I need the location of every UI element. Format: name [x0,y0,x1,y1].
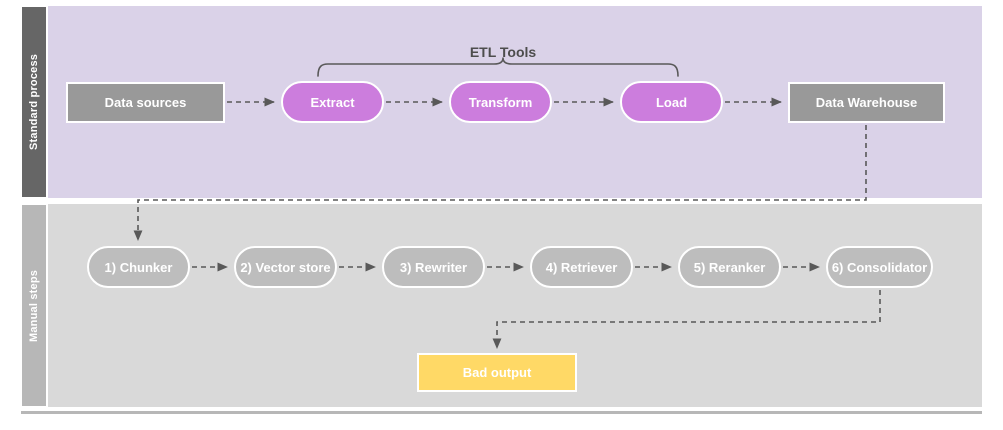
lane-label-manual-steps: Manual steps [21,204,47,407]
node-extract[interactable]: Extract [281,81,384,123]
lane-label-manual-steps-text: Manual steps [28,269,40,342]
node-data-warehouse[interactable]: Data Warehouse [788,82,945,123]
node-reranker-label: 5) Reranker [693,259,766,275]
lane-separator-divider [21,411,982,414]
node-retriever[interactable]: 4) Retriever [530,246,633,288]
node-extract-label: Extract [310,94,355,110]
node-transform[interactable]: Transform [449,81,552,123]
node-bad-output[interactable]: Bad output [417,353,577,392]
etl-tools-label: ETL Tools [469,44,537,60]
lane-label-standard-process-text: Standard process [28,53,40,151]
node-rewriter-label: 3) Rewriter [399,259,468,275]
node-retriever-label: 4) Retriever [545,259,618,275]
node-chunker[interactable]: 1) Chunker [87,246,190,288]
node-data-warehouse-label: Data Warehouse [815,95,918,110]
node-transform-label: Transform [468,94,533,110]
node-bad-output-label: Bad output [462,365,532,380]
node-data-sources-label: Data sources [104,95,187,110]
node-vector-store-label: 2) Vector store [240,259,331,275]
node-consolidator[interactable]: 6) Consolidator [826,246,933,288]
node-chunker-label: 1) Chunker [104,259,173,275]
node-data-sources[interactable]: Data sources [66,82,225,123]
lane-label-standard-process: Standard process [21,6,47,198]
node-reranker[interactable]: 5) Reranker [678,246,781,288]
node-load-label: Load [655,94,688,110]
node-vector-store[interactable]: 2) Vector store [234,246,337,288]
node-consolidator-label: 6) Consolidator [831,259,928,275]
node-load[interactable]: Load [620,81,723,123]
node-rewriter[interactable]: 3) Rewriter [382,246,485,288]
